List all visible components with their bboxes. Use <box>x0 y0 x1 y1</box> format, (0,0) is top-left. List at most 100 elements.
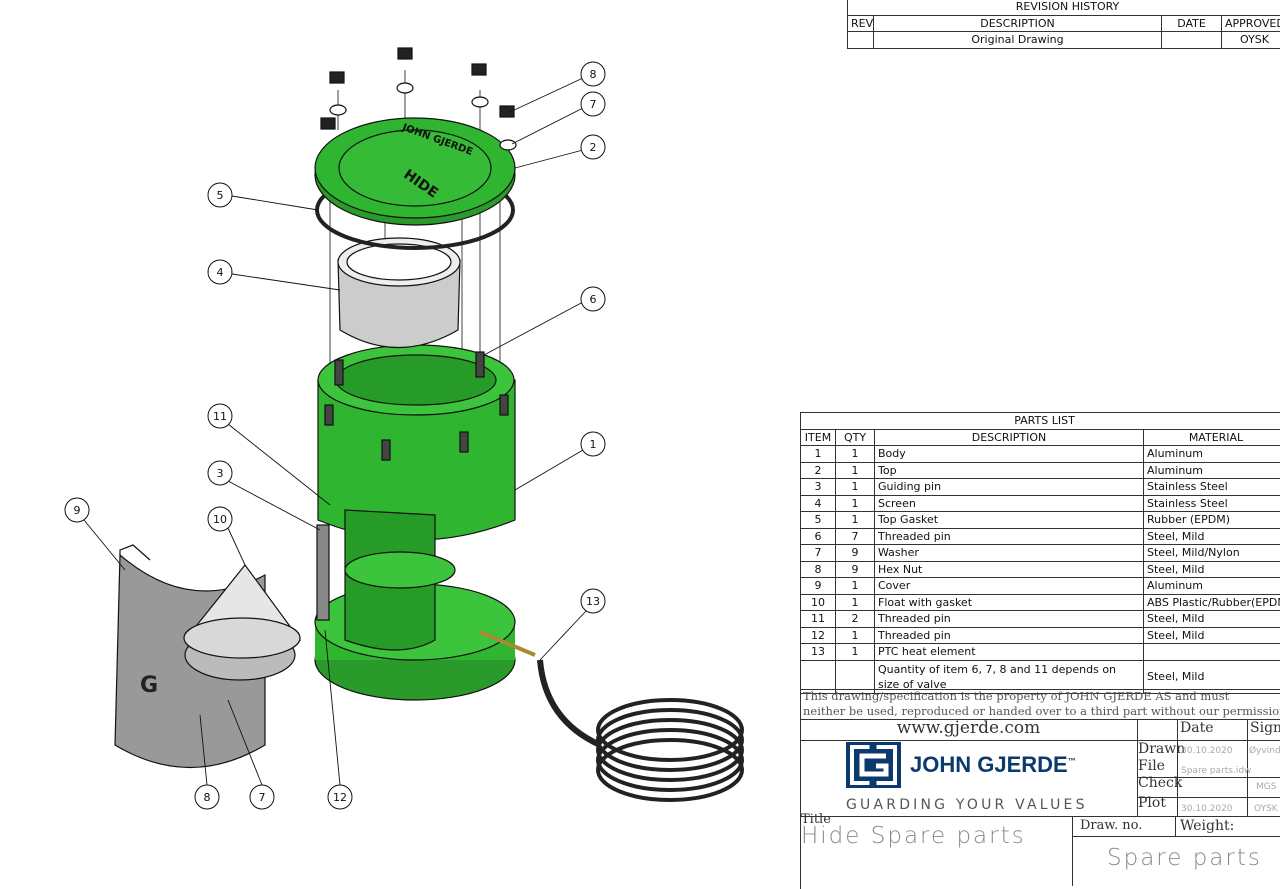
cover-brand: G <box>140 673 158 698</box>
callout-balloon: 5 <box>208 183 232 207</box>
svg-text:7: 7 <box>590 98 597 111</box>
qty-cell: 1 <box>836 446 875 463</box>
qty-cell: 1 <box>836 512 875 529</box>
item-cell: 2 <box>801 462 836 479</box>
float-part <box>184 565 300 680</box>
drawn-date: 30.10.2020 <box>1181 746 1233 756</box>
svg-text:10: 10 <box>213 513 227 526</box>
description-cell: PTC heat element <box>875 644 1144 661</box>
material-cell: Aluminum <box>1144 578 1280 595</box>
item-cell: 1 <box>801 446 836 463</box>
ptc-heat-element <box>480 632 742 800</box>
plot-date: 30.10.2020 <box>1181 804 1233 814</box>
drawing-number: Spare parts <box>1107 845 1262 871</box>
material-cell: Aluminum <box>1144 446 1280 463</box>
material-cell: Stainless Steel <box>1144 495 1280 512</box>
description-cell: Cover <box>875 578 1144 595</box>
description-cell: Threaded pin <box>875 627 1144 644</box>
weight-label: Weight: <box>1180 818 1234 834</box>
callout-balloon: 7 <box>250 785 274 809</box>
material-cell: ABS Plastic/Rubber(EPDM) <box>1144 594 1280 611</box>
svg-text:1: 1 <box>590 438 597 451</box>
description-cell: Guiding pin <box>875 479 1144 496</box>
item-cell: 10 <box>801 594 836 611</box>
callout-balloon: 1 <box>581 432 605 456</box>
item-cell: 3 <box>801 479 836 496</box>
material-cell: Steel, Mild <box>1144 528 1280 545</box>
svg-text:12: 12 <box>333 791 347 804</box>
material-cell: Aluminum <box>1144 462 1280 479</box>
description-cell: Body <box>875 446 1144 463</box>
svg-text:6: 6 <box>590 293 597 306</box>
qty-cell: 2 <box>836 611 875 628</box>
approved-header: APPROVED <box>1222 15 1280 32</box>
file-label: File <box>1138 758 1185 775</box>
callout-balloon: 8 <box>581 62 605 86</box>
date-header: DATE <box>1162 15 1222 32</box>
description-header: DESCRIPTION <box>875 429 1144 446</box>
qty-cell: 1 <box>836 495 875 512</box>
body-part <box>315 345 515 700</box>
qty-cell: 1 <box>836 644 875 661</box>
block-labels: Drawn File Check Plot <box>1138 741 1185 812</box>
item-cell: 6 <box>801 528 836 545</box>
callout-balloon: 12 <box>328 785 352 809</box>
svg-text:2: 2 <box>590 141 597 154</box>
sign-col-header: Sign. <box>1250 720 1280 736</box>
callout-balloon: 3 <box>208 461 232 485</box>
description-cell: Original Drawing <box>874 32 1162 49</box>
svg-text:8: 8 <box>590 68 597 81</box>
description-cell: Top Gasket <box>875 512 1144 529</box>
website-link[interactable]: www.gjerde.com <box>800 718 1137 738</box>
callout-balloon: 9 <box>65 498 89 522</box>
company-logo <box>846 742 901 788</box>
qty-cell: 9 <box>836 545 875 562</box>
description-cell: Threaded pin <box>875 528 1144 545</box>
svg-text:4: 4 <box>217 266 224 279</box>
svg-text:7: 7 <box>259 791 266 804</box>
notice-line-1: This drawing/specification is the proper… <box>803 689 1280 704</box>
material-cell <box>1144 644 1280 661</box>
plot-label: Plot <box>1138 795 1185 812</box>
qty-header: QTY <box>836 429 875 446</box>
parts-list-table: PARTS LIST ITEM QTY DESCRIPTION MATERIAL… <box>800 412 1280 694</box>
revision-row: Original Drawing OYSK <box>848 32 1280 49</box>
drawing-title: Hide Spare parts <box>801 823 1026 849</box>
material-cell: Steel, Mild <box>1144 611 1280 628</box>
date-cell <box>1162 32 1222 49</box>
description-cell: Washer <box>875 545 1144 562</box>
description-header: DESCRIPTION <box>874 15 1162 32</box>
notice-line-2: neither be used, reproduced or handed ov… <box>803 704 1280 719</box>
description-cell: Top <box>875 462 1144 479</box>
callout-balloon: 10 <box>208 507 232 531</box>
description-cell: Float with gasket <box>875 594 1144 611</box>
description-cell: Hex Nut <box>875 561 1144 578</box>
callout-balloon: 11 <box>208 404 232 428</box>
hex-nuts <box>321 48 514 129</box>
svg-text:5: 5 <box>217 189 224 202</box>
drawn-sign: Øyvind A <box>1249 746 1280 756</box>
guiding-pin-part <box>317 525 329 620</box>
gjerde-logo-icon <box>846 742 901 788</box>
callout-balloon: 7 <box>581 92 605 116</box>
revision-history-table: REVISION HISTORY REV DESCRIPTION DATE AP… <box>847 0 1280 49</box>
rev-cell <box>848 32 874 49</box>
svg-text:13: 13 <box>586 595 600 608</box>
description-cell: Threaded pin <box>875 611 1144 628</box>
callout-balloon: 2 <box>581 135 605 159</box>
svg-text:8: 8 <box>204 791 211 804</box>
rev-header: REV <box>848 15 874 32</box>
description-cell: Screen <box>875 495 1144 512</box>
item-cell: 7 <box>801 545 836 562</box>
file-value: Spare parts.idw <box>1181 766 1251 776</box>
plot-sign: OYSK <box>1254 804 1278 814</box>
callout-balloon: 8 <box>195 785 219 809</box>
exploded-assembly-drawing: JOHN GJERDE HIDE G 8 7 2 5 4 6 11 1 3 10… <box>0 0 800 885</box>
